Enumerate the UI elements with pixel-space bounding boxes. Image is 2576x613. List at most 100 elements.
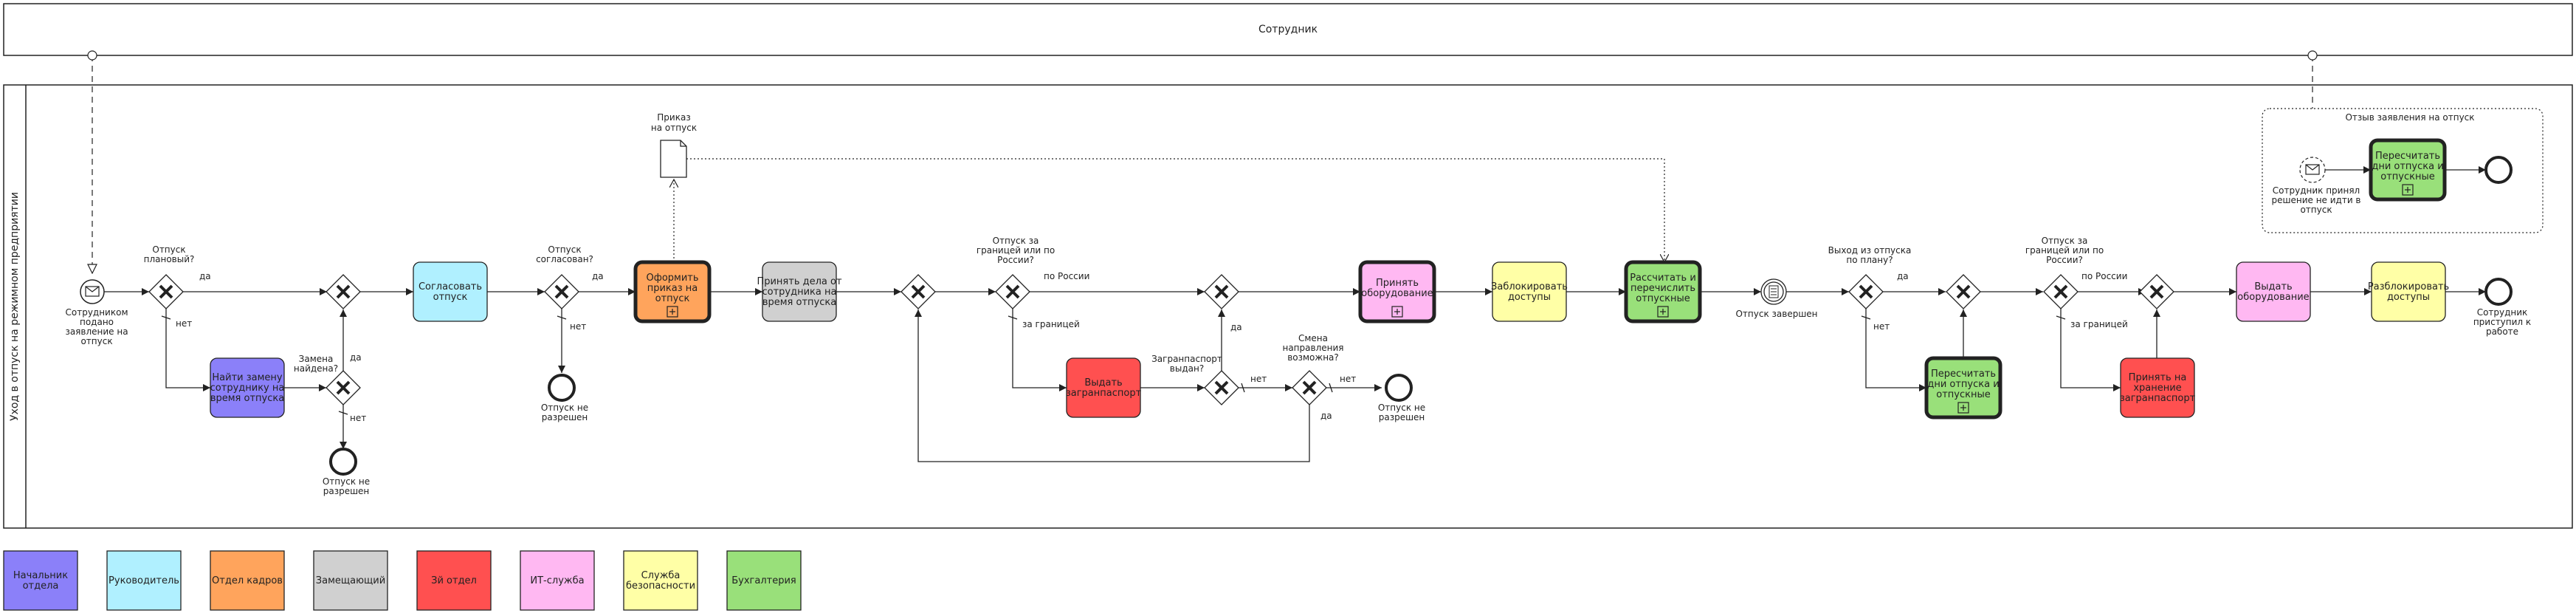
- flow-no-3: нет: [570, 321, 586, 332]
- gw-exit-planned[interactable]: [1848, 274, 1884, 309]
- timer-event-vacation-done[interactable]: [1760, 278, 1787, 305]
- end-event-not-allowed-2[interactable]: [548, 374, 576, 402]
- gw-merge-5[interactable]: [2139, 274, 2174, 309]
- flow-no-4: нет: [1250, 374, 1267, 384]
- legend-label: ИТ-служба: [530, 575, 584, 586]
- gw-merge-3[interactable]: [1204, 274, 1239, 309]
- legend-item: ИТ-служба: [520, 550, 595, 611]
- subprocess-recall-title: Отзыв заявления на отпуск: [2345, 112, 2474, 123]
- gw-passport-issued[interactable]: [1204, 370, 1239, 405]
- end-event-not-allowed-3[interactable]: [1385, 374, 1413, 402]
- legend-label: Руководитель: [109, 575, 179, 586]
- end-event-not-allowed-1[interactable]: [329, 448, 357, 476]
- legend-item: Бухгалтерия: [726, 550, 802, 611]
- gw-merge-1[interactable]: [326, 274, 361, 309]
- end-event-recall[interactable]: [2484, 156, 2513, 184]
- flow-no-5: нет: [1340, 374, 1356, 384]
- legend-item: Зй отдел: [416, 550, 492, 611]
- legend-item: Отдел кадров: [210, 550, 285, 611]
- gw-merge-4[interactable]: [1946, 274, 1981, 309]
- flow-russia-2: по России: [2081, 271, 2127, 281]
- flow-yes-6: да: [1897, 271, 1909, 281]
- start-event-recall[interactable]: [2299, 157, 2326, 183]
- flow-no-6: нет: [1873, 321, 1890, 332]
- gw-abroad-2[interactable]: [2043, 274, 2079, 309]
- gw-change-dest[interactable]: [1292, 370, 1327, 405]
- flow-russia-1: по России: [1044, 271, 1089, 281]
- pool-employee: [3, 3, 2573, 56]
- legend-item: Руководитель: [106, 550, 182, 611]
- legend-label: Отдел кадров: [212, 575, 283, 586]
- end-event-back-to-work[interactable]: [2484, 278, 2513, 306]
- flow-no-1: нет: [176, 318, 192, 329]
- gw-planned[interactable]: [148, 274, 184, 309]
- gw-replace-found[interactable]: [326, 370, 361, 405]
- flow-abroad-2: за границей: [2070, 319, 2128, 329]
- flow-yes-2: да: [350, 352, 362, 363]
- start-event-main[interactable]: [80, 279, 105, 304]
- gw-abroad[interactable]: [995, 274, 1030, 309]
- data-object-order[interactable]: [660, 140, 687, 178]
- pool-main-title: Уход в отпуск на режимном предприятии: [9, 192, 21, 421]
- legend-label: Замещающий: [316, 575, 385, 586]
- legend-label: Бухгалтерия: [731, 575, 796, 586]
- timer-event-label: Отпуск завершен: [1735, 309, 1817, 319]
- flow-yes-3: да: [592, 271, 604, 281]
- legend-item: Замещающий: [313, 550, 388, 611]
- gw-approved[interactable]: [544, 274, 579, 309]
- pool-employee-title: Сотрудник: [1258, 24, 1318, 35]
- flow-abroad-1: за границей: [1022, 319, 1080, 329]
- flow-no-2: нет: [350, 413, 366, 423]
- gw-merge-2[interactable]: [900, 274, 936, 309]
- legend-label: Зй отдел: [431, 575, 477, 586]
- flow-yes-1: да: [199, 271, 211, 281]
- flow-yes-5: да: [1320, 411, 1332, 421]
